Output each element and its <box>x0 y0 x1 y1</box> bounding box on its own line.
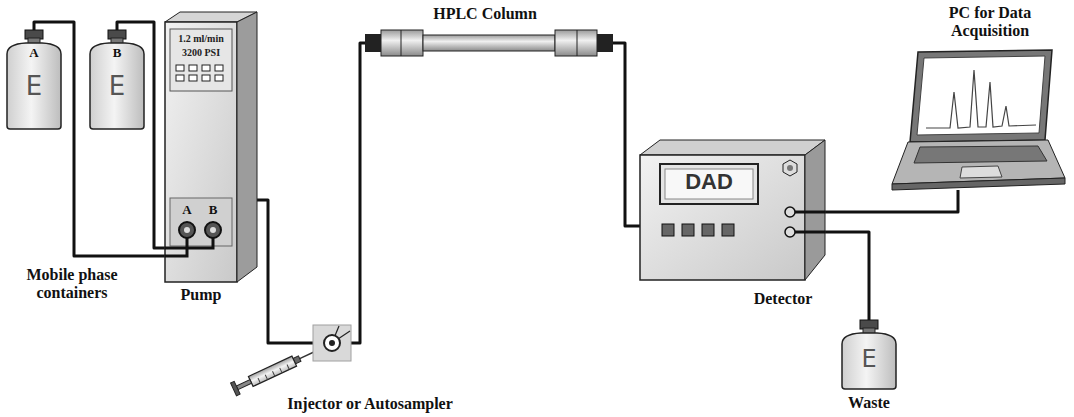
node-label: B <box>209 203 218 218</box>
node-text: DAD <box>685 170 733 195</box>
tubing-line <box>351 43 365 343</box>
injector-valve-shape <box>313 325 351 361</box>
node-label: A <box>29 46 38 61</box>
node-text: E <box>26 72 42 101</box>
node-text: 3200 PSI <box>182 47 220 58</box>
group-label: Mobile phase containers <box>2 266 142 302</box>
pump: 1.2 ml/min3200 PSIABPump <box>165 12 257 282</box>
node-text: 1.2 ml/min <box>178 33 224 44</box>
laptop-pc: PC for Data Acquisition <box>890 50 1065 190</box>
tubing <box>825 232 869 320</box>
dad-detector: DADDetector <box>640 140 825 280</box>
node-label: Waste <box>848 394 890 412</box>
tubing <box>825 190 958 212</box>
node-label: HPLC Column <box>433 5 537 23</box>
node-text: E <box>861 346 876 373</box>
dad-detector-shape <box>640 140 825 280</box>
hplc-column-shape <box>365 30 613 56</box>
injector-valve: Injector or Autosampler <box>313 325 351 361</box>
tubing-line <box>613 43 640 226</box>
waste-bottle: EWaste <box>840 320 898 390</box>
syringe <box>231 345 319 396</box>
tubing <box>613 43 640 226</box>
solvent-bottle: AE <box>5 30 63 130</box>
tubing-line <box>257 200 313 343</box>
node-label: PC for Data Acquisition <box>915 4 1065 40</box>
node-label: A <box>182 203 191 218</box>
node-label: Pump <box>181 286 222 304</box>
tubing-line <box>825 190 958 212</box>
hplc-column: HPLC Column <box>365 30 613 56</box>
tubing <box>351 43 365 343</box>
node-text: E <box>109 72 125 101</box>
node-label: Injector or Autosampler <box>287 395 453 413</box>
solvent-bottle: BE <box>88 30 146 130</box>
tubing <box>257 200 313 343</box>
node-label: B <box>113 46 122 61</box>
tubing-line <box>825 232 869 320</box>
laptop-pc-shape <box>890 50 1065 190</box>
node-label: Detector <box>754 290 813 308</box>
